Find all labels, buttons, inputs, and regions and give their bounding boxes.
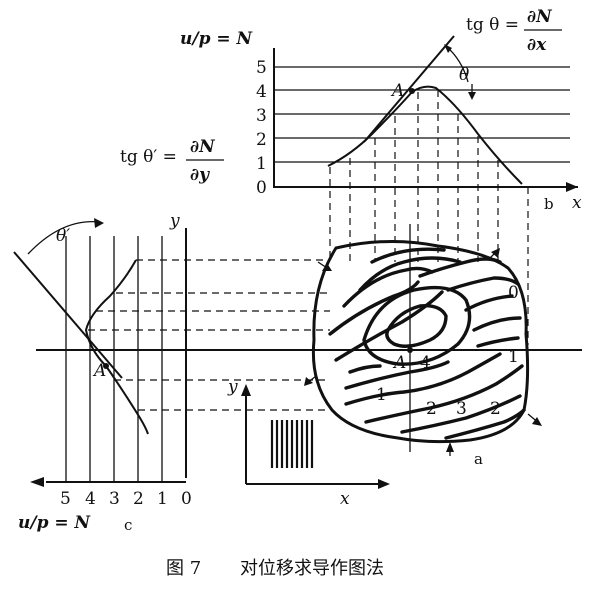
tangent-line-top [363,35,455,143]
fringe-15 [476,336,520,348]
fringe-6 [418,257,502,278]
left-tick-1: 1 [157,489,168,509]
figure-number: 图 7 [166,558,201,579]
load-arrow-1 [322,263,332,271]
top-x-label: x [572,193,582,213]
left-formula-num: ∂N [190,137,216,157]
left-formula-left: tg θ′ = [120,147,177,167]
left-point-A-label: A [92,361,106,381]
fringe-label-4: 4 [420,353,431,373]
inset-x-arrow [378,479,390,489]
left-plot: θ′ y A 5 4 3 2 1 0 u/p = N c [13,211,192,534]
fringe-panel-label: a [474,450,483,468]
inset-y-arrow [241,384,251,396]
left-tick-5: 5 [60,489,71,509]
inset-axes: y x [227,377,390,509]
fringe-11 [344,352,502,406]
figure-title: 对位移求导作图法 [240,558,384,579]
top-curve [327,85,523,185]
left-tick-4: 4 [85,489,96,509]
load-arrow-2 [491,248,500,258]
top-tick-1: 1 [256,154,267,174]
top-point-A-label: A [390,81,404,101]
top-tick-0: 0 [256,178,267,198]
left-plot-x-arrow [30,477,44,487]
fringe-pattern: A 4 1 1 2 3 2 0 a [304,239,542,468]
point-A-top [409,88,415,94]
left-y-label: y [169,211,180,231]
left-tick-0: 0 [181,489,192,509]
fringe-8 [464,294,514,312]
top-formula-left: tg θ = [466,15,519,35]
fringe-7 [446,276,520,292]
top-formula-num: ∂N [527,7,553,27]
top-formula-den: ∂x [527,35,547,55]
top-tick-3: 3 [256,106,267,126]
theta-arrow-head-2 [468,92,476,100]
inset-y-label: y [227,377,238,397]
left-formula: tg θ′ = ∂N ∂y [120,137,224,185]
top-tick-5: 5 [256,58,267,78]
horizontal-projections [88,259,330,411]
fringe-10 [344,360,450,390]
theta-prime-arrow [94,218,104,228]
fringe-loop-inner [385,304,448,348]
specimen-boundary [311,239,530,444]
point-A-left [103,363,109,369]
fringe-label-1-left: 1 [376,385,387,405]
fringe-label-1-right: 1 [508,347,519,367]
fringe-label-2: 2 [426,399,437,419]
left-panel-label: c [124,516,132,534]
top-y-axis-label: u/p = N [180,29,254,49]
left-tick-2: 2 [133,489,144,509]
fringe-4 [342,266,434,308]
theta-arrow-head-1 [444,44,452,53]
fringe-loop-outer [362,285,472,366]
load-arrow-4 [532,417,542,426]
tangent-line-left [13,251,123,379]
inset-x-label: x [340,489,350,509]
fringe-1 [328,280,420,336]
fringe-13 [400,394,522,434]
top-plot-x-arrow [566,182,578,192]
fringe-12 [364,364,524,424]
fringe-5 [370,247,446,264]
grating-lines [270,420,314,468]
fringe-label-2b: 2 [490,399,501,419]
fringe-14 [444,408,526,440]
fringe-point-A-label: A [392,353,406,373]
fringe-16 [348,364,382,374]
top-tick-4: 4 [256,82,267,102]
fringe-3 [358,256,462,292]
fringe-label-0: 0 [508,283,519,303]
point-A-fringe [407,347,413,353]
left-theta-label: θ′ [56,226,70,246]
fringe-9 [472,316,522,332]
left-tick-3: 3 [109,489,120,509]
load-arrow-5 [446,442,454,452]
vertical-projections [329,90,529,345]
fringe-2 [334,290,444,362]
top-theta-label: θ [459,65,469,85]
left-x-axis-label: u/p = N [18,513,92,533]
fringe-label-3: 3 [456,399,467,419]
left-formula-den: ∂y [190,165,210,185]
top-plot: 5 4 3 2 1 0 u/p = N tg θ = ∂N ∂x θ A x b [180,7,582,213]
theta-prime-arc [27,220,101,255]
load-arrow-3 [304,377,313,386]
top-tick-2: 2 [256,130,267,150]
top-panel-label: b [544,195,554,213]
